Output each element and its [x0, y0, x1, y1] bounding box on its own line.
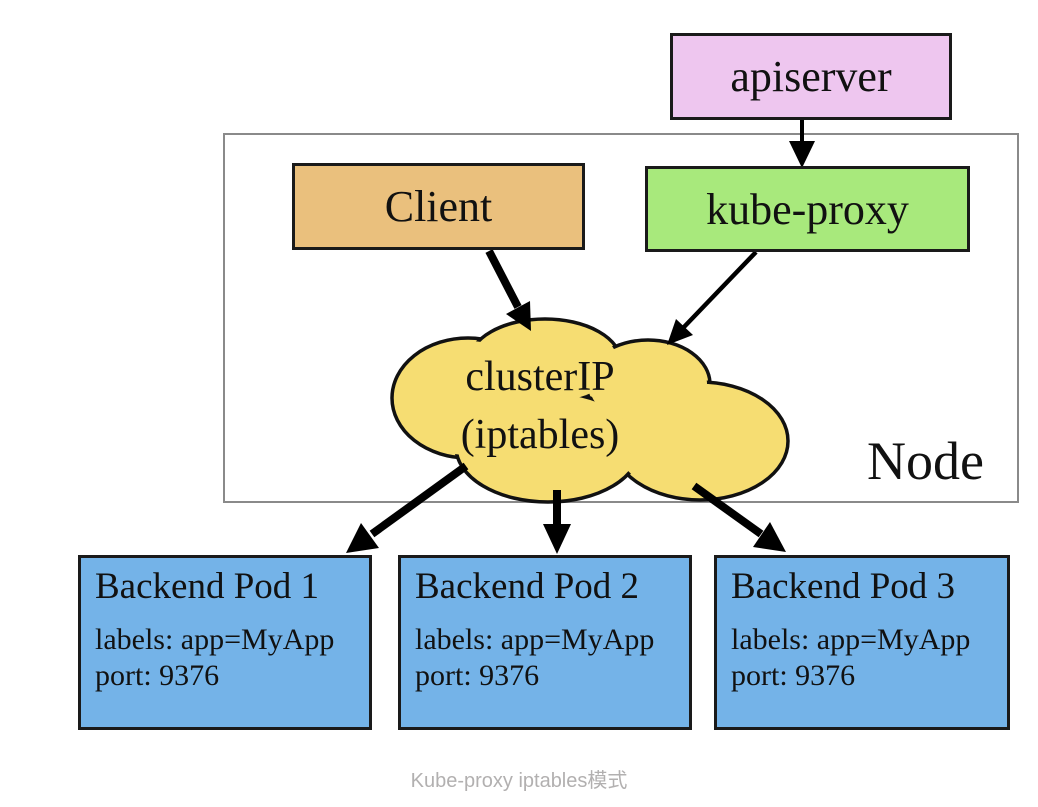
kube-proxy-label: kube-proxy — [706, 184, 909, 234]
backend-pod-1: Backend Pod 1 labels: app=MyApp port: 93… — [78, 555, 372, 730]
backend-pod-3: Backend Pod 3 labels: app=MyApp port: 93… — [714, 555, 1010, 730]
client-node: Client — [292, 163, 585, 250]
cluster-ip-label-line2: (iptables) — [460, 412, 620, 458]
kube-proxy-node: kube-proxy — [645, 166, 970, 252]
apiserver-node: apiserver — [670, 33, 952, 120]
backend-pod-1-labels: labels: app=MyApp — [95, 623, 335, 656]
arrow-apiserver-to-kube-proxy-icon — [789, 120, 815, 168]
backend-pod-2-labels: labels: app=MyApp — [415, 623, 655, 656]
arrow-cluster-ip-to-pod-1-icon — [346, 462, 469, 553]
backend-pod-3-port: port: 9376 — [731, 659, 856, 692]
arrow-client-to-cluster-ip-icon — [485, 249, 531, 331]
backend-pod-3-title: Backend Pod 3 — [731, 566, 956, 607]
arrow-cluster-ip-to-pod-3-icon — [691, 482, 786, 552]
backend-pod-3-labels: labels: app=MyApp — [731, 623, 971, 656]
backend-pod-2-port: port: 9376 — [415, 659, 540, 692]
arrow-kube-proxy-to-cluster-ip-icon — [667, 250, 758, 345]
arrow-cluster-ip-to-pod-2-icon — [543, 490, 571, 554]
diagram-caption: Kube-proxy iptables模式 — [410, 770, 628, 792]
backend-pod-1-title: Backend Pod 1 — [95, 566, 320, 607]
node-boundary-box — [223, 133, 1019, 503]
client-label: Client — [384, 182, 493, 231]
backend-pod-2: Backend Pod 2 labels: app=MyApp port: 93… — [398, 555, 692, 730]
cluster-ip-label-line1: clusterIP — [465, 354, 615, 400]
cluster-ip-cloud-shape — [390, 317, 790, 504]
backend-pod-2-title: Backend Pod 2 — [415, 566, 640, 607]
backend-pod-1-port: port: 9376 — [95, 659, 220, 692]
apiserver-label: apiserver — [730, 52, 892, 101]
node-label: Node — [867, 431, 984, 491]
